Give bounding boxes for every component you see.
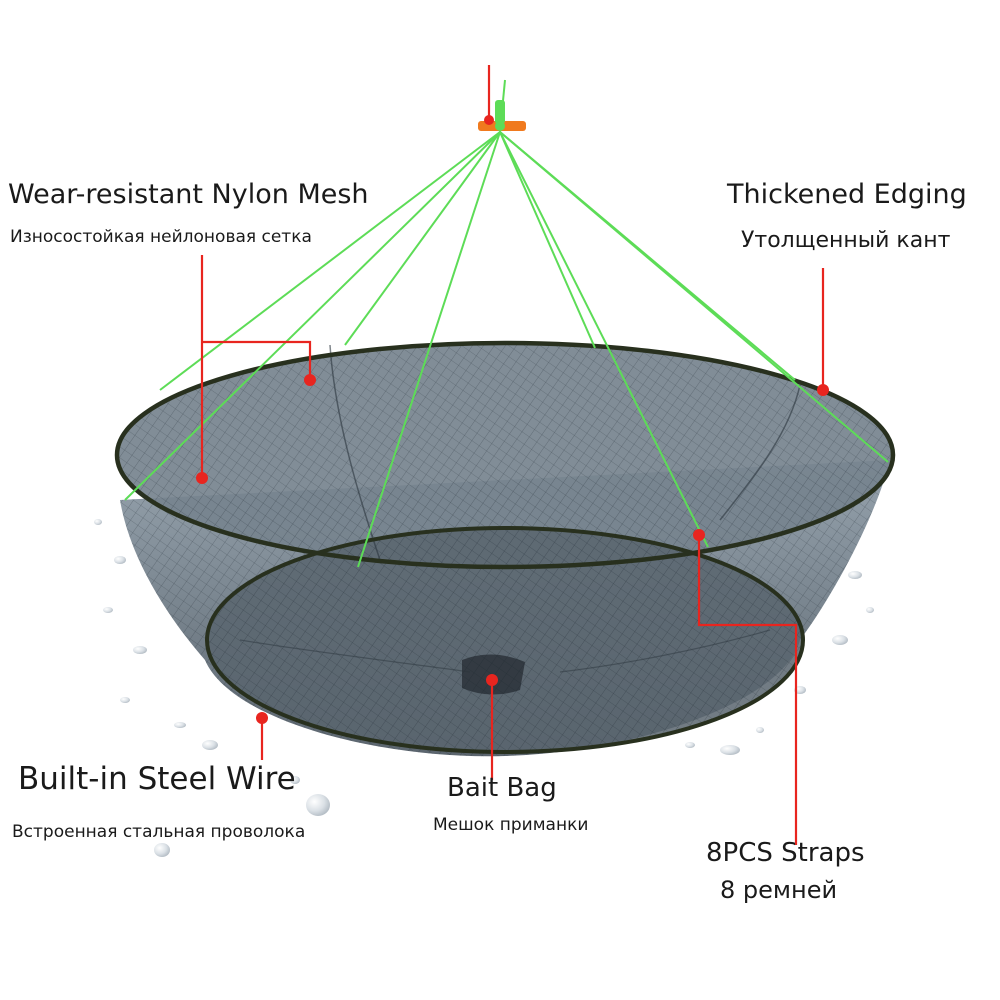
swivel-clip (478, 100, 526, 131)
label-steel-wire-ru: Встроенная стальная проволока (12, 822, 306, 842)
water-droplets (94, 519, 874, 857)
label-straps: 8PCS Straps (706, 838, 865, 868)
label-bait-bag: Bait Bag (447, 773, 557, 803)
label-thickened-edging: Thickened Edging (727, 179, 967, 210)
label-straps-ru: 8 ремней (720, 876, 838, 904)
hanging-straps (124, 79, 889, 568)
callout-lines (200, 65, 825, 845)
label-nylon-mesh: Wear-resistant Nylon Mesh (8, 179, 369, 210)
label-steel-wire: Built-in Steel Wire (18, 761, 296, 797)
label-nylon-mesh-ru: Износостойкая нейлоновая сетка (10, 227, 312, 247)
label-thickened-edging-ru: Утолщенный кант (741, 228, 951, 253)
net-body (114, 340, 896, 757)
label-bait-bag-ru: Мешок приманки (433, 815, 589, 835)
callout-dots (196, 115, 829, 724)
